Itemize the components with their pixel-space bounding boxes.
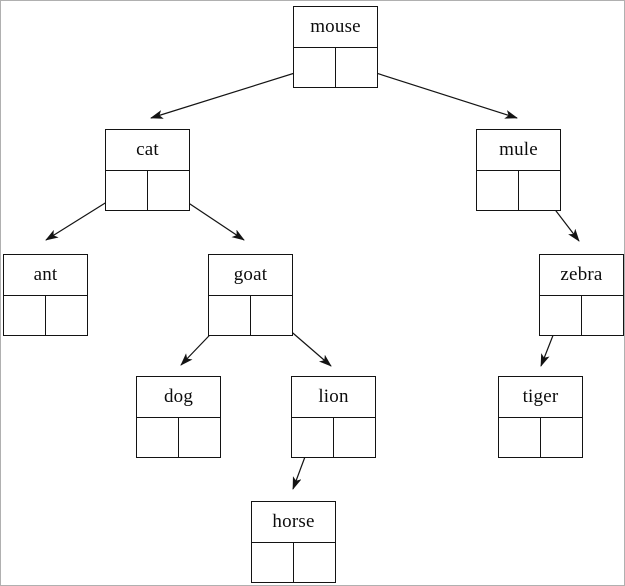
right-pointer-cell xyxy=(336,48,377,88)
pointer-cells xyxy=(477,171,560,211)
pointer-cells xyxy=(137,418,220,458)
right-pointer-cell xyxy=(334,418,375,458)
right-pointer-cell xyxy=(251,296,292,336)
left-pointer-cell xyxy=(540,296,582,336)
edge-mouse-right-to-mule-arrow xyxy=(353,65,518,119)
node-label: horse xyxy=(252,502,335,543)
pointer-cells xyxy=(292,418,375,458)
node-label: zebra xyxy=(540,255,623,296)
node-label: tiger xyxy=(499,377,582,418)
left-pointer-cell xyxy=(209,296,251,336)
tree-node-dog: dog xyxy=(136,376,221,458)
left-pointer-cell xyxy=(106,171,148,211)
left-pointer-cell xyxy=(137,418,179,458)
tree-node-mule: mule xyxy=(476,129,561,211)
right-pointer-cell xyxy=(46,296,87,336)
node-label: mule xyxy=(477,130,560,171)
node-label: lion xyxy=(292,377,375,418)
tree-node-goat: goat xyxy=(208,254,293,336)
right-pointer-cell xyxy=(179,418,220,458)
node-label: cat xyxy=(106,130,189,171)
pointer-cells xyxy=(4,296,87,336)
left-pointer-cell xyxy=(294,48,336,88)
right-pointer-cell xyxy=(541,418,582,458)
pointer-cells xyxy=(540,296,623,336)
left-pointer-cell xyxy=(292,418,334,458)
node-label: goat xyxy=(209,255,292,296)
node-label: dog xyxy=(137,377,220,418)
right-pointer-cell xyxy=(519,171,560,211)
node-label: mouse xyxy=(294,7,377,48)
pointer-cells xyxy=(499,418,582,458)
left-pointer-cell xyxy=(4,296,46,336)
tree-node-cat: cat xyxy=(105,129,190,211)
left-pointer-cell xyxy=(477,171,519,211)
tree-node-mouse: mouse xyxy=(293,6,378,88)
right-pointer-cell xyxy=(294,543,335,583)
edge-mouse-left-to-cat-arrow xyxy=(150,66,315,119)
left-pointer-cell xyxy=(252,543,294,583)
pointer-cells xyxy=(209,296,292,336)
tree-node-ant: ant xyxy=(3,254,88,336)
pointer-cells xyxy=(106,171,189,211)
pointer-cells xyxy=(294,48,377,88)
left-pointer-cell xyxy=(499,418,541,458)
tree-node-zebra: zebra xyxy=(539,254,624,336)
tree-node-horse: horse xyxy=(251,501,336,583)
node-label: ant xyxy=(4,255,87,296)
right-pointer-cell xyxy=(582,296,623,336)
tree-node-tiger: tiger xyxy=(498,376,583,458)
tree-node-lion: lion xyxy=(291,376,376,458)
right-pointer-cell xyxy=(148,171,189,211)
pointer-cells xyxy=(252,543,335,583)
